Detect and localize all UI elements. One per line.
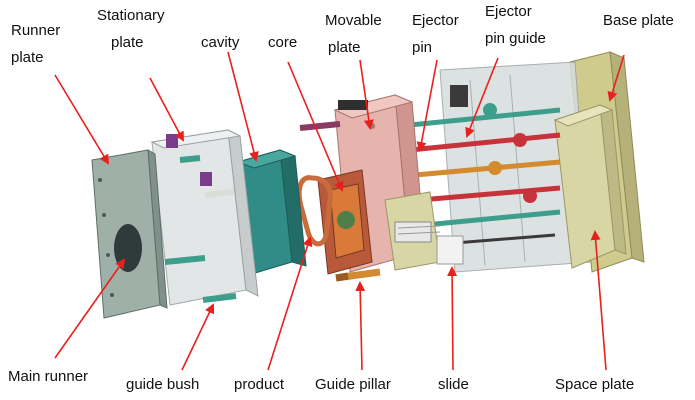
label-movable-plate: Movable plate — [325, 12, 382, 57]
label-stationary-plate: Stationary plate — [97, 7, 165, 52]
label-stationary-plate-line2: plate — [111, 34, 144, 51]
space-plate-part — [553, 104, 627, 269]
slide-part — [436, 235, 464, 265]
arrow-guide-pillar — [355, 281, 366, 371]
arrow-space-plate — [590, 230, 607, 371]
label-cavity: cavity — [201, 34, 240, 51]
label-ejector-pin-line1: Ejector — [412, 12, 459, 29]
label-runner-plate-line1: Runner — [11, 22, 61, 39]
slide-block-part — [384, 191, 441, 271]
arrow-core — [287, 61, 344, 192]
arrow-cavity — [227, 51, 259, 162]
arrow-runner-plate — [54, 74, 110, 165]
label-runner-plate: Runner plate — [11, 22, 60, 67]
ejector-pins — [409, 85, 561, 247]
arrow-guide-bush — [181, 303, 215, 371]
label-guide-pillar: Guide pillar — [315, 376, 391, 393]
label-slide: slide — [438, 376, 469, 393]
runner-plate-part — [91, 149, 168, 319]
label-core: core — [268, 34, 298, 51]
label-ejector-pin-guide-line2: pin guide — [485, 30, 546, 47]
stationary-plate-part — [150, 129, 259, 306]
label-ejector-pin-line2: pin — [412, 39, 433, 56]
label-runner-plate-line2: plate — [11, 49, 44, 66]
label-ejector-pin-guide-line1: Ejector — [485, 3, 532, 20]
product-part — [296, 175, 333, 247]
label-base-plate: Base plate — [603, 12, 674, 29]
arrow-stationary-plate — [149, 77, 184, 142]
label-main-runner: Main runner — [8, 368, 89, 385]
label-ejector-pin-guide: Ejector pin guide — [485, 3, 546, 48]
label-product: product — [234, 376, 285, 393]
label-movable-plate-line2: plate — [328, 39, 361, 56]
label-movable-plate-line1: Movable — [325, 12, 382, 29]
label-stationary-plate-line1: Stationary — [97, 7, 165, 24]
arrow-base-plate — [607, 54, 625, 102]
label-ejector-pin: Ejector pin — [412, 12, 459, 57]
arrow-ejector-pin — [416, 59, 438, 152]
label-space-plate: Space plate — [555, 376, 635, 393]
label-guide-bush: guide bush — [126, 376, 200, 393]
arrow-movable-plate — [359, 59, 374, 130]
arrows — [54, 51, 625, 371]
guide-pillar-part — [335, 268, 381, 282]
arrow-slide — [447, 266, 458, 371]
arrow-main-runner — [54, 258, 126, 359]
arrow-ejector-pin-guide — [465, 57, 499, 138]
arrow-product — [267, 236, 313, 371]
